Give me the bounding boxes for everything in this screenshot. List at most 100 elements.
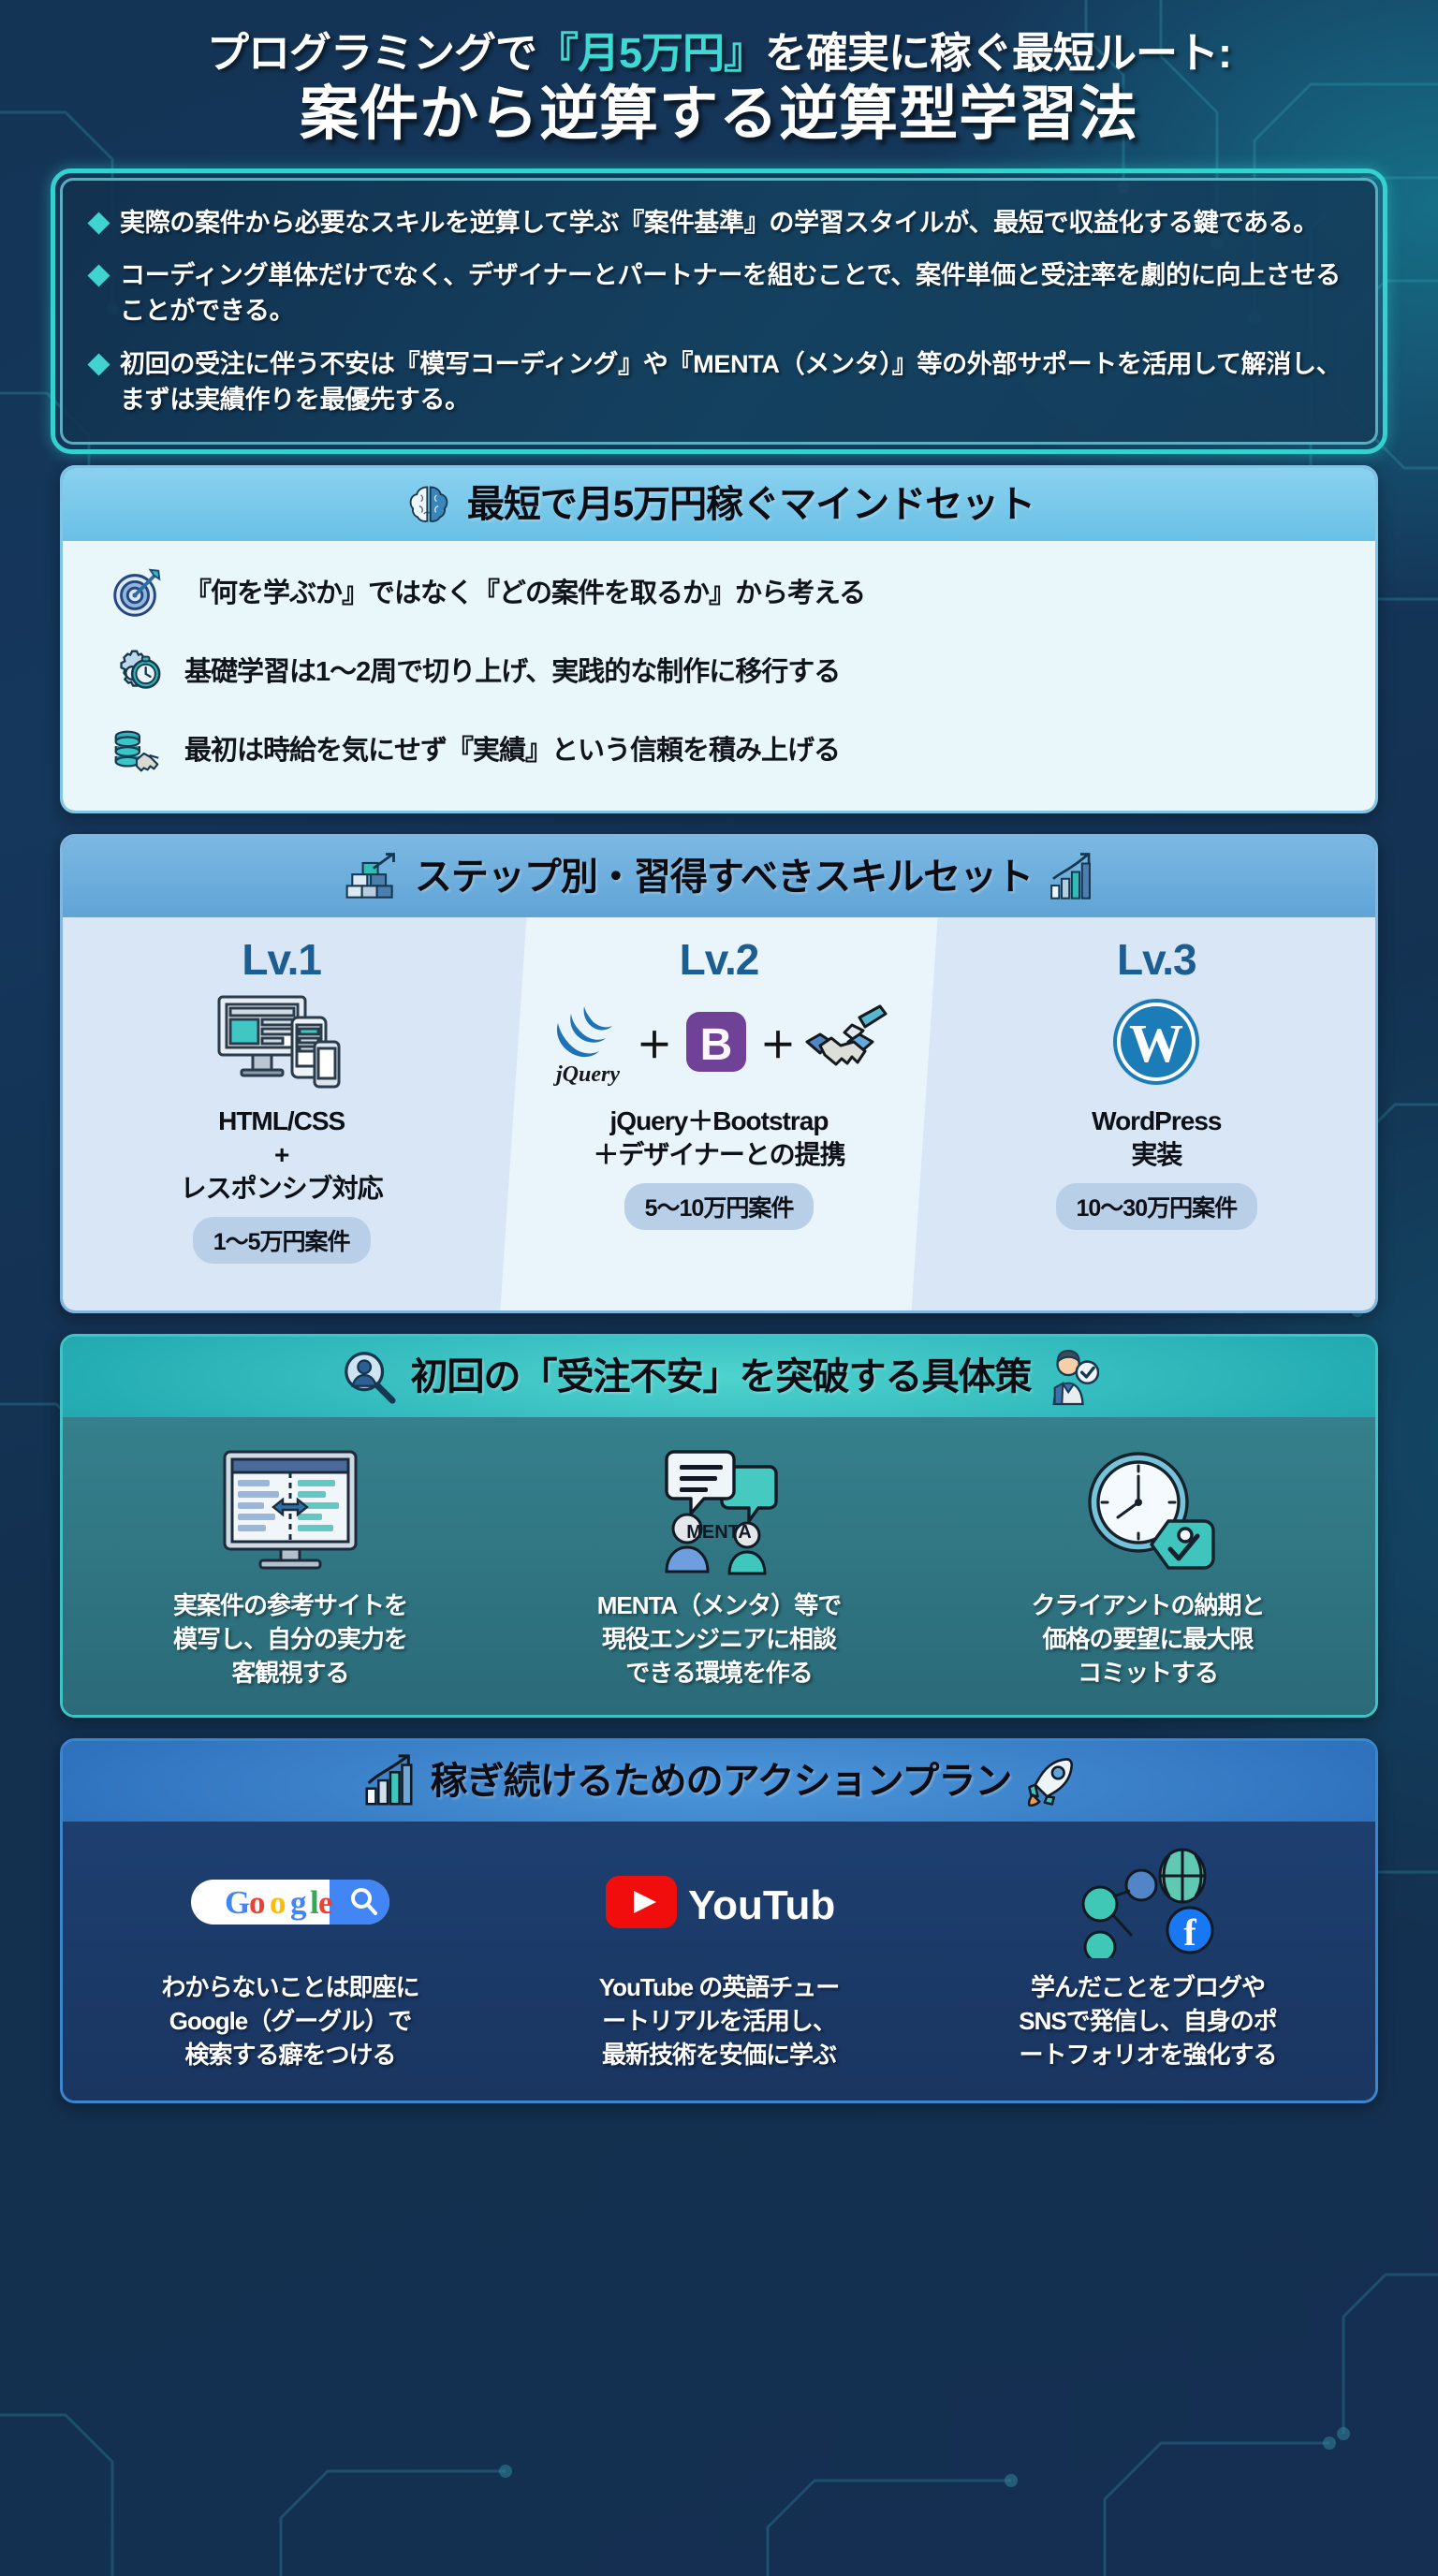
text-line: 学んだことをブログや (1030, 1972, 1266, 2001)
skill-column-lv1: Lv.1 (63, 917, 500, 1310)
breakthrough-text-1: 実案件の参考サイトを 模写し、自分の実力を 客観視する (83, 1589, 497, 1690)
svg-text:G: G (225, 1884, 250, 1921)
youtube-logo-icon: YouTube (512, 1846, 926, 1958)
breakthrough-column-1: 実案件の参考サイトを 模写し、自分の実力を 客観視する (76, 1440, 505, 1690)
skill-title-lv1: HTML/CSS + レスポンシブ対応 (72, 1105, 491, 1205)
text-line: 現役エンジニアに相談 (601, 1625, 837, 1654)
growth-chart-icon (365, 1754, 413, 1806)
svg-text:o: o (249, 1884, 266, 1921)
action-plan-header: 稼ぎ続けるためのアクションプラン (63, 1740, 1375, 1822)
skill-title-lv2: jQuery＋Bootstrap ＋デザイナーとの提携 (509, 1105, 928, 1172)
key-points-box: 実際の案件から必要なスキルを逆算して学ぶ『案件基準』の学習スタイルが、最短で収益… (60, 177, 1378, 446)
text-line: 価格の要望に最大限 (1042, 1625, 1254, 1654)
action-plan-column-2: YouTube YouTube の英語チュー ートリアルを活用し、 最新技術を安… (505, 1846, 933, 2072)
action-plan-text-1: わからないことは即座に Google（グーグル）で 検索する癖をつける (83, 1971, 497, 2072)
mindset-row: 『何を学ぶか』ではなく『どの案件を取るか』から考える (91, 554, 1347, 633)
level-label: Lv.1 (242, 935, 322, 985)
level-label: Lv.2 (679, 935, 760, 985)
key-point-text: 初回の受注に伴う不安は『模写コーディング』や『MENTA（メンタ）』等の外部サポ… (120, 349, 1342, 414)
breakthrough-heading: 初回の「受注不安」を突破する具体策 (410, 1356, 1033, 1398)
svg-text:l: l (310, 1884, 319, 1921)
skill-title-line: HTML/CSS (218, 1106, 345, 1136)
title-highlight: 『月5万円』 (536, 29, 766, 77)
skill-column-lv2: Lv.2 jQuery ＋ (500, 917, 937, 1310)
skillset-body: Lv.1 (63, 917, 1375, 1311)
key-points-outer-border (51, 168, 1387, 455)
action-plan-body: G o o g l e わからないことは即座に Goo (63, 1821, 1375, 2100)
target-dart-icon (113, 568, 161, 617)
key-point-text: コーディング単体だけでなく、デザイナーとパートナーを組むことで、案件単価と受注率… (120, 260, 1341, 326)
svg-text:jQuery: jQuery (552, 1062, 620, 1087)
title-part2: を確実に稼ぐ最短ルート: (765, 29, 1232, 77)
share-globe-facebook-icon: f (941, 1846, 1355, 1958)
level-label: Lv.3 (1117, 935, 1197, 985)
skill-title-line: 実装 (1131, 1140, 1182, 1170)
breakthrough-section: 初回の「受注不安」を突破する具体策 (60, 1334, 1378, 1718)
code-compare-monitor-icon (83, 1440, 497, 1580)
brain-icon (409, 486, 448, 523)
page-title-line2: 案件から逆算する逆算型学習法 (300, 81, 1138, 148)
skill-title-line: jQuery＋Bootstrap (609, 1106, 829, 1136)
breakthrough-text-2: MENTA（メンタ）等で 現役エンジニアに相談 できる環境を作る (512, 1589, 926, 1690)
mindset-header: 最短で月5万円稼ぐマインドセット (63, 468, 1375, 542)
responsive-devices-icon (72, 987, 491, 1097)
breakthrough-column-3: クライアントの納期と 価格の要望に最大限 コミットする (933, 1440, 1362, 1690)
mindset-body: 『何を学ぶか』ではなく『どの案件を取るか』から考える 基礎学習は1〜2周で切り上… (63, 541, 1375, 812)
breakthrough-body: 実案件の参考サイトを 模写し、自分の実力を 客観視する (63, 1417, 1375, 1715)
skillset-section: ステップ別・習得すべきスキルセット Lv.1 (60, 834, 1378, 1314)
action-plan-column-1: G o o g l e わからないことは即座に Goo (76, 1846, 505, 2072)
text-line: MENTA（メンタ）等で (596, 1591, 843, 1620)
skill-column-lv3: Lv.3 W WordPress 実装 10〜30万円案件 (938, 917, 1375, 1310)
clock-pricetag-icon (941, 1440, 1355, 1580)
page-title-line1: プログラミングで『月5万円』を確実に稼ぐ最短ルート: (37, 28, 1401, 78)
skill-title-lv3: WordPress 実装 (947, 1105, 1366, 1172)
skillset-heading: ステップ別・習得すべきスキルセット (414, 856, 1034, 899)
price-badge-lv2: 5〜10万円案件 (624, 1182, 814, 1230)
action-plan-column-3: f 学んだことをブログや SNSで発信し、自身のポ ートフォリオを強化する (933, 1846, 1362, 2072)
mindset-heading: 最短で月5万円稼ぐマインドセット (466, 484, 1035, 526)
title-part1: プログラミングで (206, 29, 537, 77)
text-line: Google（グーグル）で (169, 2006, 413, 2035)
engineer-check-icon (1051, 1350, 1099, 1406)
menta-badge-label: MENTA (686, 1522, 752, 1543)
breakthrough-column-2: MENTA MENTA（メンタ）等で 現役エンジニアに相談 できる環境を作る (505, 1440, 933, 1690)
breakthrough-text-3: クライアントの納期と 価格の要望に最大限 コミットする (941, 1589, 1355, 1690)
breakthrough-header: 初回の「受注不安」を突破する具体策 (63, 1337, 1375, 1418)
diamond-bullet-icon (87, 353, 110, 376)
mindset-row: 最初は時給を気にせず『実績』という信頼を積み上げる (91, 711, 1347, 790)
svg-text:B: B (700, 1020, 733, 1070)
text-line: 模写し、自分の実力を (172, 1625, 408, 1654)
person-magnifier-icon (344, 1352, 396, 1404)
action-plan-text-2: YouTube の英語チュー ートリアルを活用し、 最新技術を安価に学ぶ (512, 1971, 926, 2072)
key-point-text: 実際の案件から必要なスキルを逆算して学ぶ『案件基準』の学習スタイルが、最短で収益… (120, 208, 1318, 237)
text-line: コミットする (1077, 1659, 1219, 1688)
skill-title-line: WordPress (1092, 1106, 1222, 1136)
svg-text:o: o (270, 1884, 286, 1921)
svg-text:W: W (1129, 1013, 1183, 1074)
google-search-bar-icon: G o o g l e (83, 1846, 497, 1958)
plus-sign: ＋ (636, 1026, 672, 1066)
skill-title-line: レスポンシブ対応 (180, 1173, 384, 1203)
wordpress-icon: W (947, 987, 1366, 1097)
coins-handshake-icon (114, 730, 159, 772)
text-line: クライアントの納期と (1031, 1591, 1266, 1620)
mindset-text: 『何を学ぶか』ではなく『どの案件を取るか』から考える (184, 578, 866, 608)
action-plan-text-3: 学んだことをブログや SNSで発信し、自身のポ ートフォリオを強化する (941, 1971, 1355, 2072)
text-line: ートリアルを活用し、 (602, 2006, 837, 2035)
text-line: 検索する癖をつける (184, 2040, 396, 2069)
diamond-bullet-icon (87, 264, 110, 287)
text-line: ートフォリオを強化する (1019, 2040, 1277, 2069)
key-point-item: コーディング単体だけでなく、デザイナーとパートナーを組むことで、案件単価と受注率… (87, 257, 1343, 329)
price-badge-lv1: 1〜5万円案件 (192, 1216, 371, 1264)
text-line: YouTube の英語チュー (598, 1972, 841, 2001)
svg-text:YouTube: YouTube (688, 1882, 836, 1928)
svg-text:e: e (318, 1884, 333, 1921)
key-points-section: 実際の案件から必要なスキルを逆算して学ぶ『案件基準』の学習スタイルが、最短で収益… (51, 168, 1387, 455)
diamond-bullet-icon (87, 212, 110, 235)
bar-chart-growth-icon (1050, 853, 1092, 900)
skillset-header: ステップ別・習得すべきスキルセット (63, 837, 1375, 918)
page-header: プログラミングで『月5万円』を確実に稼ぐ最短ルート: 案件から逆算する逆算型学習… (0, 0, 1438, 165)
gear-stopwatch-icon (120, 650, 161, 690)
action-plan-heading: 稼ぎ続けるためのアクションプラン (430, 1760, 1013, 1802)
